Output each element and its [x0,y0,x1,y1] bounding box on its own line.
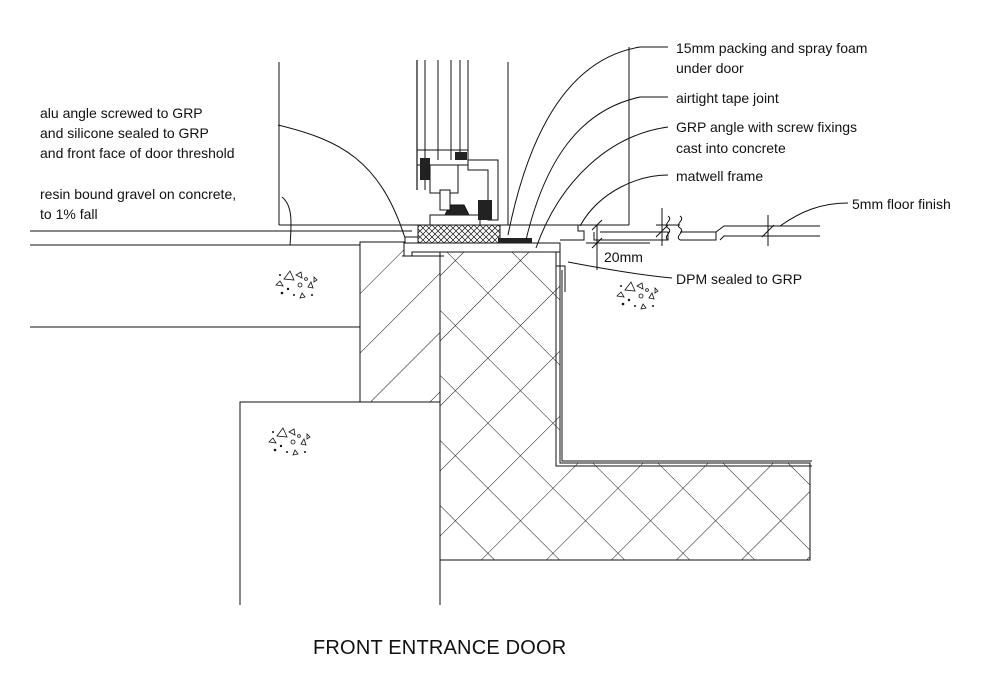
door-frame [416,60,499,221]
annotations: 15mm packing and spray foam under door a… [40,40,951,287]
matwell-frame [500,208,820,246]
label-grp-line2: cast into concrete [676,140,786,156]
label-matwell: matwell frame [676,168,763,184]
label-resin-line2: to 1% fall [40,206,98,222]
label-packing-line2: under door [676,60,744,76]
dimension-20mm: 20mm [586,219,650,270]
aggregate-symbol [616,281,659,310]
dpm-membrane [555,252,812,467]
masonry-wall [359,241,441,403]
external-ground [30,230,412,328]
foundation-insulation [439,251,811,605]
leader-lines [277,46,849,279]
door-threshold [417,204,532,244]
label-grp-line1: GRP angle with screw fixings [676,119,857,135]
label-airtight: airtight tape joint [676,90,779,106]
label-floor-finish: 5mm floor finish [852,196,951,212]
label-packing-line1: 15mm packing and spray foam [676,40,867,56]
lower-concrete-block [239,401,440,605]
wall-outline [278,47,630,226]
label-alu-line2: and silicone sealed to GRP [40,125,209,141]
aggregate-symbol [275,270,318,299]
drawing-title: FRONT ENTRANCE DOOR [313,637,566,659]
aggregate-symbol [268,427,311,456]
label-alu-line1: alu angle screwed to GRP [40,105,203,121]
label-alu-line3: and front face of door threshold [40,145,235,161]
label-dpm: DPM sealed to GRP [676,271,802,287]
dimension-text: 20mm [604,249,643,265]
label-resin-line1: resin bound gravel on concrete, [40,186,236,202]
